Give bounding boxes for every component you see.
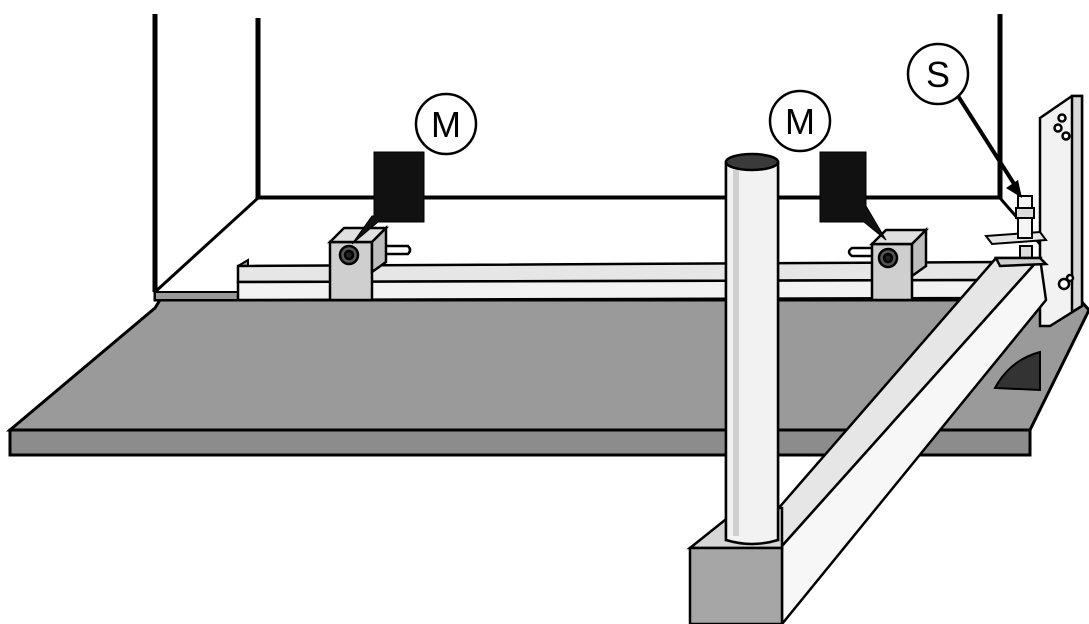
callout-right-magnet: M [768,89,832,153]
callout-right-magnet-label: M [785,101,815,142]
callout-left-magnet: M [414,92,478,156]
support-post-icon [724,152,780,546]
callout-screw: S [906,42,970,106]
right-pointer-icon [819,151,887,241]
callout-left-magnet-label: M [431,104,461,145]
left-pointer-icon [351,151,425,245]
right-magnet-bracket [847,226,930,302]
screw-pointer-line [956,94,1020,192]
left-magnet-bracket [326,224,412,302]
screw-pointer-arrowhead-icon [1006,180,1022,198]
leveling-screw [984,195,1048,263]
side-plate [1038,94,1084,328]
base-hole [993,350,1041,392]
callout-screw-label: S [926,54,950,95]
